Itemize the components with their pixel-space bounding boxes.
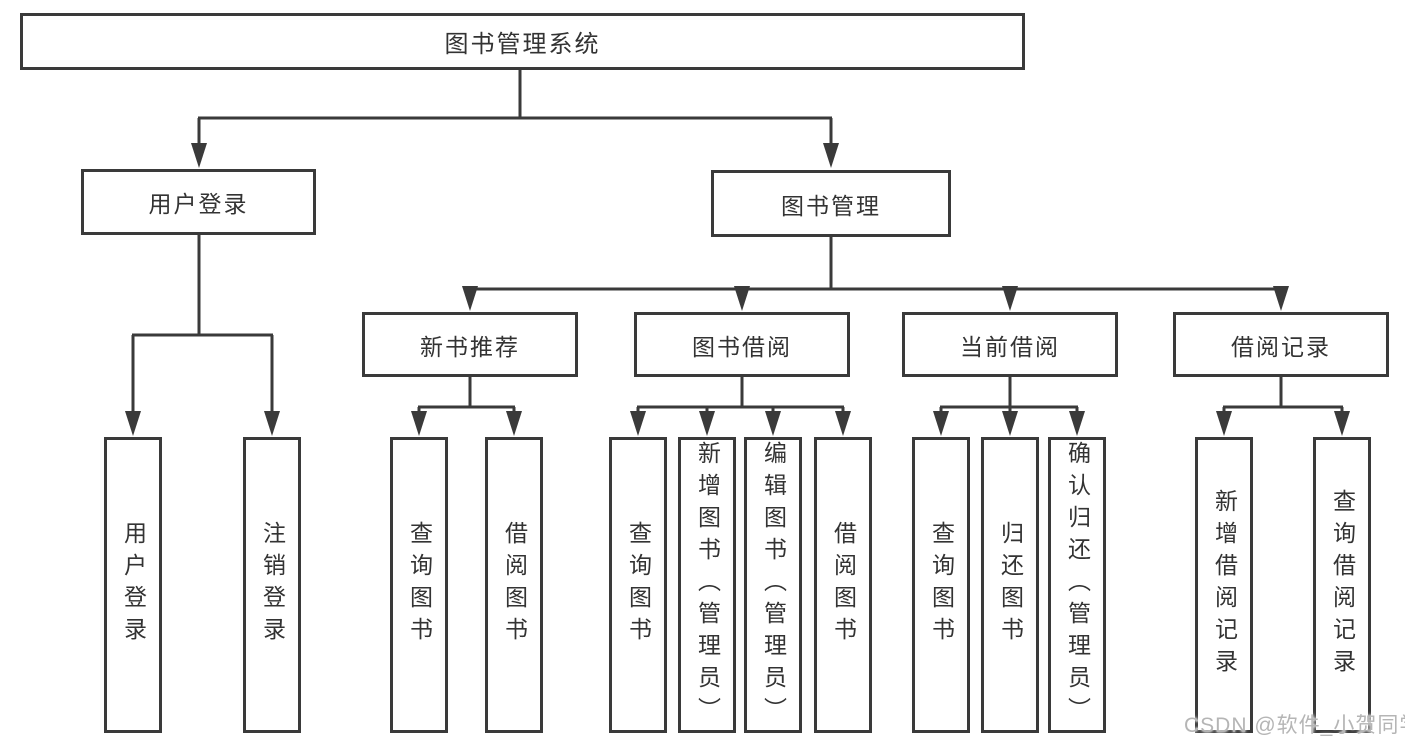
leaf-query-borrow-record-label: 查询借阅记录 bbox=[1329, 489, 1356, 681]
node-user-login-label: 用户登录 bbox=[148, 191, 249, 217]
node-current-borrowing-label: 当前借阅 bbox=[960, 333, 1060, 360]
leaf-return-book: 归还图书 bbox=[981, 437, 1039, 733]
node-borrowing-records: 借阅记录 bbox=[1173, 312, 1389, 377]
node-book-borrowing: 图书借阅 bbox=[634, 312, 850, 377]
node-book-management: 图书管理 bbox=[711, 170, 951, 237]
leaf-confirm-return-admin-label: 确认归还（管理员） bbox=[1064, 441, 1091, 729]
leaf-logout: 注销登录 bbox=[243, 437, 301, 733]
node-root: 图书管理系统 bbox=[20, 13, 1025, 70]
leaf-borrow-books-borrowing-label: 借阅图书 bbox=[830, 521, 857, 649]
leaf-user-login: 用户登录 bbox=[104, 437, 162, 733]
leaf-query-books-recommend-label: 查询图书 bbox=[406, 521, 433, 649]
node-borrowing-records-label: 借阅记录 bbox=[1231, 333, 1331, 360]
node-user-login: 用户登录 bbox=[81, 169, 316, 235]
leaf-add-borrow-record-label: 新增借阅记录 bbox=[1211, 489, 1238, 681]
node-book-borrowing-label: 图书借阅 bbox=[692, 333, 792, 360]
leaf-edit-book-admin-label: 编辑图书（管理员） bbox=[760, 441, 787, 729]
node-book-management-label: 图书管理 bbox=[781, 192, 881, 219]
leaf-query-books-recommend: 查询图书 bbox=[390, 437, 448, 733]
leaf-return-book-label: 归还图书 bbox=[997, 521, 1024, 649]
leaf-query-books-borrowing-label: 查询图书 bbox=[625, 521, 652, 649]
node-root-label: 图书管理系统 bbox=[444, 31, 601, 58]
leaf-borrow-books-recommend: 借阅图书 bbox=[485, 437, 543, 733]
leaf-borrow-books-borrowing: 借阅图书 bbox=[814, 437, 872, 733]
leaf-query-borrow-record: 查询借阅记录 bbox=[1313, 437, 1371, 733]
leaf-edit-book-admin: 编辑图书（管理员） bbox=[744, 437, 802, 733]
leaf-confirm-return-admin: 确认归还（管理员） bbox=[1048, 437, 1106, 733]
leaf-query-books-borrowing: 查询图书 bbox=[609, 437, 667, 733]
leaf-user-login-label: 用户登录 bbox=[120, 521, 147, 649]
leaf-logout-label: 注销登录 bbox=[259, 521, 286, 649]
node-current-borrowing: 当前借阅 bbox=[902, 312, 1118, 377]
leaf-add-borrow-record: 新增借阅记录 bbox=[1195, 437, 1253, 733]
leaf-query-books-current-label: 查询图书 bbox=[928, 521, 955, 649]
csdn-watermark: CSDN @软件_小贺同学 bbox=[1184, 714, 1405, 737]
node-new-book-recommend-label: 新书推荐 bbox=[420, 333, 520, 360]
leaf-query-books-current: 查询图书 bbox=[912, 437, 970, 733]
node-new-book-recommend: 新书推荐 bbox=[362, 312, 578, 377]
leaf-borrow-books-recommend-label: 借阅图书 bbox=[501, 521, 528, 649]
leaf-add-book-admin: 新增图书（管理员） bbox=[678, 437, 736, 733]
leaf-add-book-admin-label: 新增图书（管理员） bbox=[694, 441, 721, 729]
